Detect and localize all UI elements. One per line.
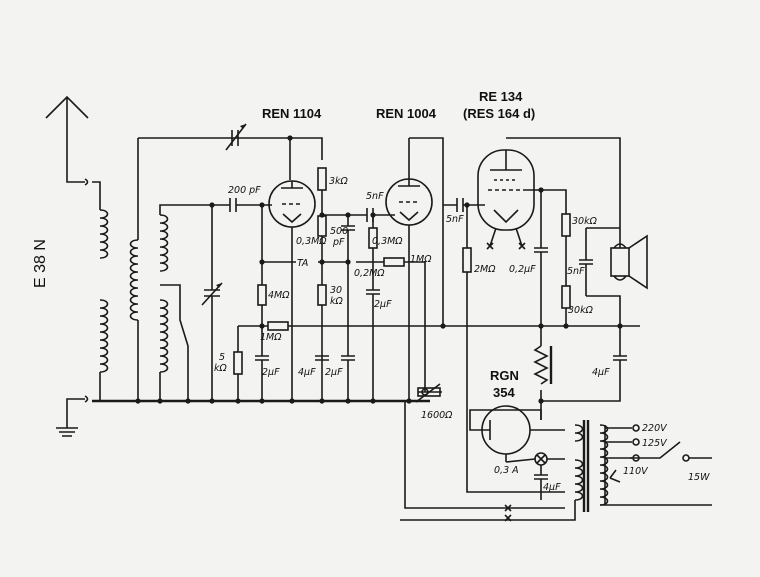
label-r-30k-c1: 30 bbox=[330, 285, 342, 296]
rectifier-tube bbox=[481, 405, 531, 462]
band-switch bbox=[160, 284, 189, 401]
tube-re134 bbox=[477, 149, 535, 250]
label-rectifier-line1: RGN bbox=[490, 368, 519, 383]
pilot-lamp-icon bbox=[534, 452, 548, 466]
junction-dot bbox=[135, 398, 141, 404]
junction-dot bbox=[370, 212, 376, 218]
label-c-02uf: 0,2μF bbox=[509, 264, 536, 275]
junction-dot bbox=[259, 202, 265, 208]
antenna-coil bbox=[92, 181, 109, 401]
label-r-3k: 3kΩ bbox=[329, 176, 349, 187]
label-r-30k-c2: kΩ bbox=[330, 296, 344, 307]
label-r-30k-a: 30kΩ bbox=[572, 216, 598, 227]
junction-dots bbox=[135, 135, 623, 404]
mains-switch bbox=[630, 441, 681, 459]
reaction-capacitor bbox=[225, 123, 247, 151]
junction-dot bbox=[209, 202, 215, 208]
power-transformer bbox=[574, 420, 609, 512]
junction-dot bbox=[319, 398, 325, 404]
label-pot-1600: 1600Ω bbox=[421, 410, 453, 421]
label-r-5k-1: 5 bbox=[219, 352, 225, 363]
coupling-coil bbox=[129, 138, 139, 401]
label-c-200pf: 200 pF bbox=[228, 185, 261, 196]
ground-symbol bbox=[56, 395, 89, 437]
junction-dot bbox=[370, 398, 376, 404]
label-r-03m-b: 0,3MΩ bbox=[372, 236, 403, 247]
label-c-4uf-c: 4μF bbox=[543, 482, 561, 493]
label-c-2uf-b: 2μF bbox=[262, 367, 280, 378]
label-c-4uf-b: 4μF bbox=[592, 367, 610, 378]
label-r-02m: 0,2MΩ bbox=[354, 268, 385, 279]
junction-dot bbox=[319, 259, 325, 265]
junction-dot bbox=[235, 398, 241, 404]
label-v220: 220V bbox=[642, 423, 668, 434]
junction-dot bbox=[464, 202, 470, 208]
model-label: E 38 N bbox=[32, 239, 49, 288]
junction-dot bbox=[406, 398, 412, 404]
tuning-coil bbox=[159, 204, 212, 401]
label-ta: TA bbox=[297, 258, 308, 269]
junction-dot bbox=[345, 398, 351, 404]
label-tube-1: REN 1104 bbox=[262, 106, 322, 121]
junction-dot bbox=[287, 135, 293, 141]
label-r-5k-2: kΩ bbox=[214, 363, 228, 374]
tube-ren1004 bbox=[385, 178, 433, 226]
label-c-500pf-1: 500 bbox=[330, 226, 348, 237]
junction-dot bbox=[185, 398, 191, 404]
label-c-5nf-a: 5nF bbox=[366, 191, 384, 202]
junction-dot bbox=[319, 212, 325, 218]
label-rectifier-line2: 354 bbox=[493, 385, 515, 400]
label-r-30k-b: 30kΩ bbox=[568, 305, 594, 316]
label-c-500pf-2: pF bbox=[332, 237, 345, 248]
label-lamp-03a: 0,3 A bbox=[494, 465, 519, 476]
label-c-2uf-c: 2μF bbox=[325, 367, 343, 378]
label-tube-3-line1: RE 134 bbox=[479, 89, 523, 104]
antenna-symbol bbox=[45, 95, 89, 186]
label-v110: 110V bbox=[623, 466, 649, 477]
resistor-30k-plate bbox=[317, 284, 327, 306]
resistor-4m bbox=[257, 284, 267, 306]
junction-dot bbox=[538, 323, 544, 329]
junction-dot bbox=[259, 323, 265, 329]
label-r-4m: 4MΩ bbox=[268, 290, 290, 301]
label-r-2m: 2MΩ bbox=[474, 264, 496, 275]
label-v125: 125V bbox=[642, 438, 668, 449]
resistor-02m bbox=[383, 257, 405, 267]
resistor-1m-b bbox=[267, 321, 289, 331]
junction-dot bbox=[440, 323, 446, 329]
label-c-2uf-a: 2μF bbox=[374, 299, 392, 310]
tuning-capacitor bbox=[201, 205, 223, 401]
junction-dot bbox=[259, 259, 265, 265]
junction-dot bbox=[157, 398, 163, 404]
label-tube-2: REN 1004 bbox=[376, 106, 437, 121]
resistor-30k-a bbox=[561, 213, 571, 237]
label-r-03m-a: 0,3MΩ bbox=[296, 236, 327, 247]
resistor-3k bbox=[317, 167, 327, 191]
junction-dot bbox=[289, 398, 295, 404]
label-power: 15W bbox=[688, 472, 710, 483]
junction-dot bbox=[345, 259, 351, 265]
label-r-1m-b: 1MΩ bbox=[260, 332, 282, 343]
volume-potentiometer bbox=[415, 383, 442, 403]
label-c-4uf-a: 4μF bbox=[298, 367, 316, 378]
junction-dot bbox=[259, 398, 265, 404]
resistor-5k bbox=[233, 351, 243, 375]
junction-dot bbox=[209, 398, 215, 404]
label-r-1m-a: 1MΩ bbox=[410, 254, 432, 265]
resistor-plate-1 bbox=[317, 215, 327, 237]
junction-dot bbox=[563, 323, 569, 329]
junction-dot bbox=[617, 323, 623, 329]
junction-dot bbox=[345, 212, 351, 218]
loudspeaker-icon bbox=[610, 234, 648, 290]
label-c-5nf-c: 5nF bbox=[567, 266, 585, 277]
junction-dot bbox=[538, 398, 544, 404]
choke-resistor bbox=[533, 345, 549, 385]
label-c-5nf-b: 5nF bbox=[446, 214, 464, 225]
tube-ren1104 bbox=[268, 180, 316, 228]
resistor-2m bbox=[462, 247, 472, 273]
label-tube-3-line2: (RES 164 d) bbox=[463, 106, 535, 121]
junction-dot bbox=[538, 187, 544, 193]
